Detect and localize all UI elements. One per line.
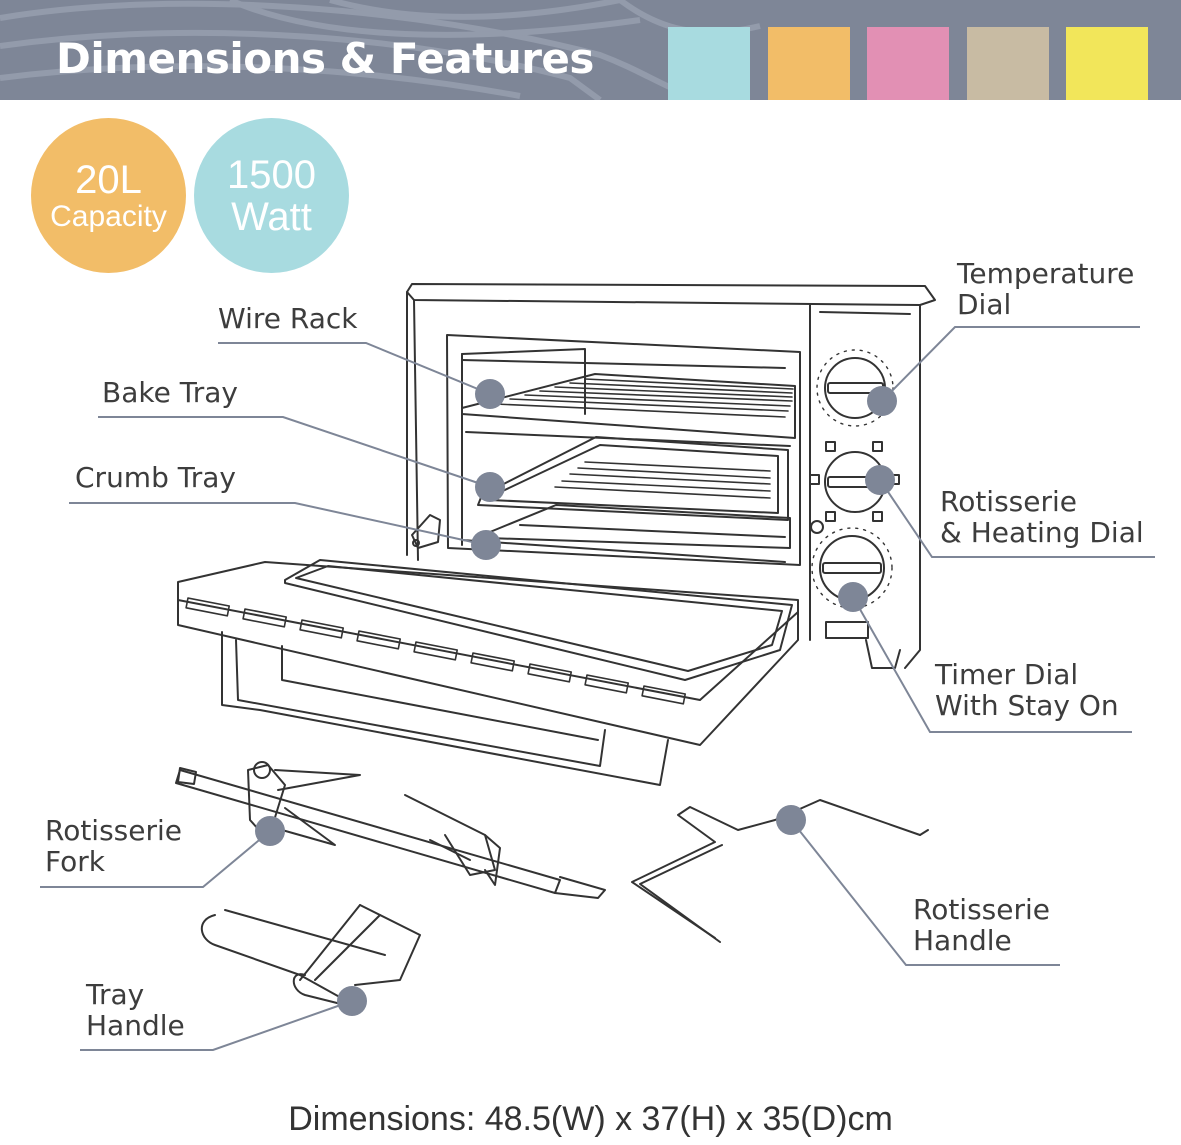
color-swatch — [668, 27, 750, 100]
wire-rack — [461, 348, 796, 546]
color-swatch — [1066, 27, 1148, 100]
marker-dot — [471, 530, 501, 560]
label-bake-tray: Bake Tray — [102, 376, 238, 409]
oven-body — [406, 283, 936, 669]
header-banner: Dimensions & Features — [0, 0, 1181, 100]
label-timer-dial: Timer Dial With Stay On — [935, 658, 1119, 722]
label-temperature-dial: Temperature Dial — [957, 257, 1135, 321]
label-tray-handle: Tray Handle — [86, 978, 185, 1042]
marker-dot — [776, 805, 806, 835]
page-title: Dimensions & Features — [56, 34, 594, 83]
power-value: 1500 — [227, 152, 316, 197]
capacity-value: 20L — [75, 157, 142, 202]
power-label: Watt — [231, 194, 312, 239]
capacity-label: Capacity — [50, 199, 167, 233]
label-rotisserie-fork: Rotisserie Fork — [45, 814, 183, 878]
markers — [255, 379, 897, 1016]
marker-dot — [337, 986, 367, 1016]
oven-door — [177, 559, 799, 786]
label-rotisserie-heating-dial: Rotisserie & Heating Dial — [940, 485, 1144, 549]
crumb-tray — [487, 504, 791, 549]
timer-dial — [810, 520, 893, 609]
dimensions-text: Dimensions: 48.5(W) x 37(H) x 35(D)cm — [288, 1100, 893, 1138]
marker-dot — [475, 379, 505, 409]
label-rotisserie-handle: Rotisserie Handle — [913, 893, 1051, 957]
marker-dot — [475, 472, 505, 502]
power-badge: 1500 Watt — [194, 118, 349, 273]
bake-tray — [477, 436, 789, 521]
marker-dot — [865, 465, 895, 495]
rotisserie-fork — [175, 761, 606, 899]
capacity-badge: 20L Capacity — [31, 118, 186, 273]
marker-dot — [255, 816, 285, 846]
marker-dot — [838, 582, 868, 612]
color-swatch — [967, 27, 1049, 100]
leader-lines — [40, 326, 1155, 1051]
label-wire-rack: Wire Rack — [218, 302, 358, 335]
marker-dot — [867, 386, 897, 416]
oven-cavity — [446, 334, 801, 566]
rotisserie-handle — [631, 799, 929, 943]
label-crumb-tray: Crumb Tray — [75, 461, 236, 494]
color-swatch — [768, 27, 850, 100]
color-swatch — [867, 27, 949, 100]
door-hinge — [411, 514, 441, 549]
tray-handle — [200, 904, 421, 1006]
